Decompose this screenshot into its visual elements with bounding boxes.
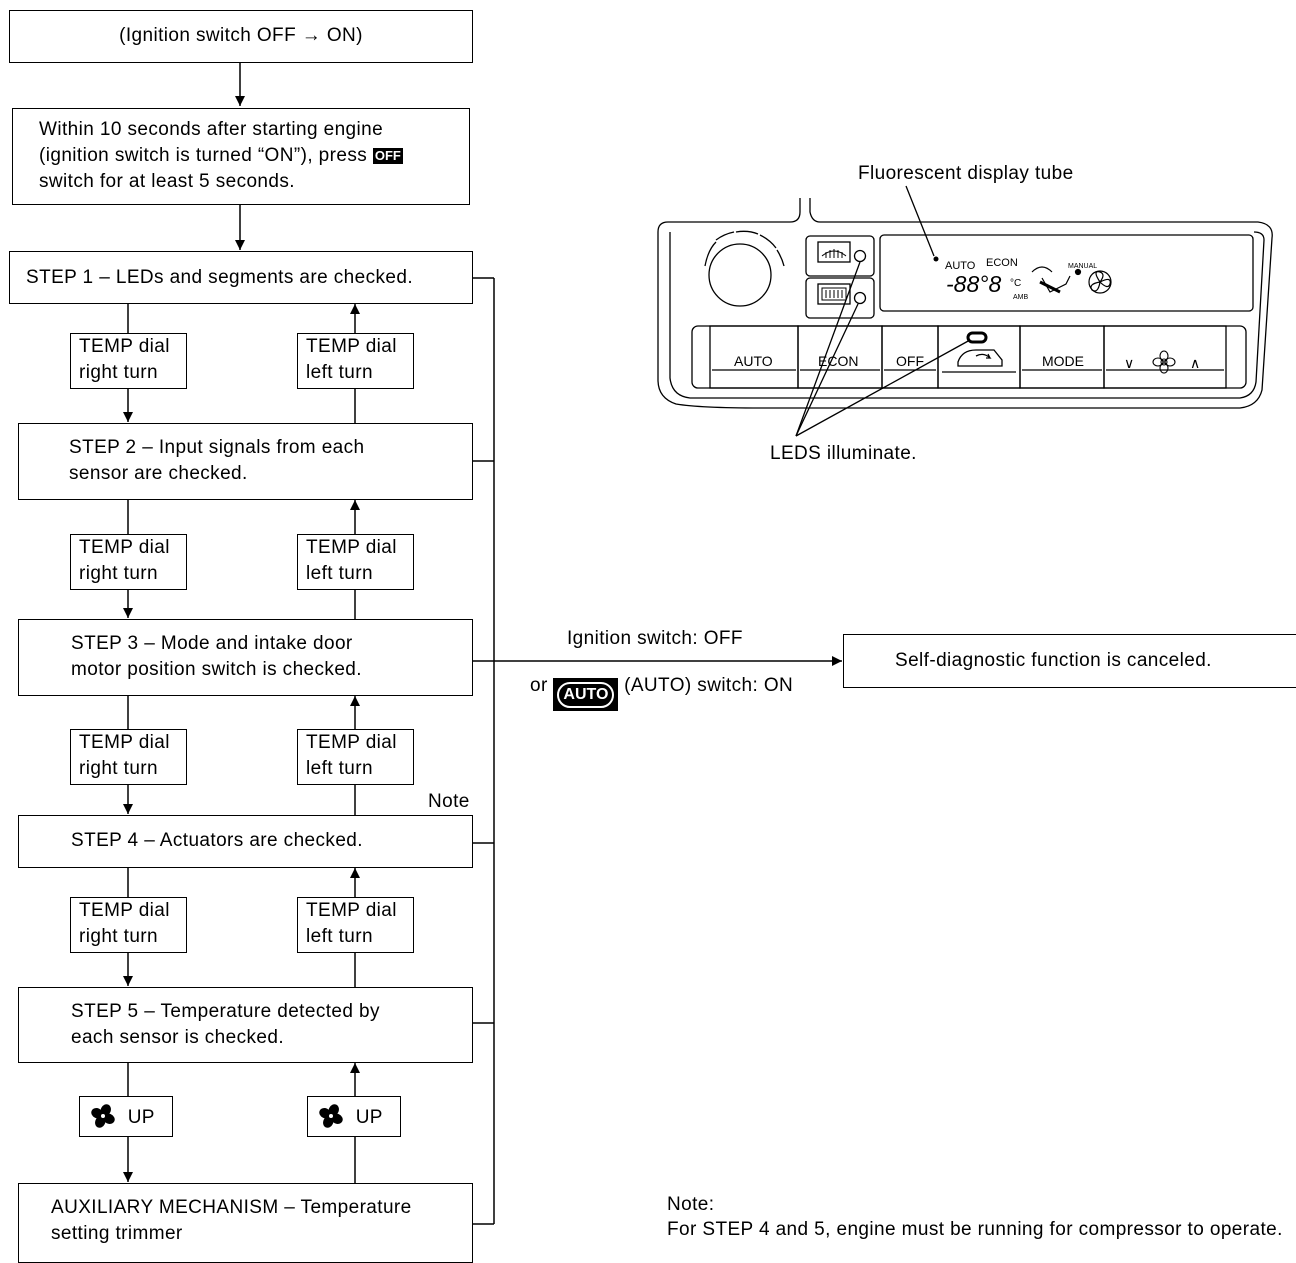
temp-dial-left-3: TEMP dial left turn [297, 729, 414, 785]
step1-box: STEP 1 – LEDs and segments are checked. [9, 251, 473, 304]
temp-dial-left-3-line-1: TEMP dial [306, 732, 397, 753]
temp-dial-left-1: TEMP dial left turn [297, 333, 414, 389]
temp-dial-right-4-line-2: right turn [79, 926, 158, 947]
cancel-condition-1: Ignition switch: OFF [567, 628, 743, 649]
leds-label: LEDS illuminate. [770, 443, 917, 464]
instruction-line-3: switch for at least 5 seconds. [39, 171, 295, 192]
fan-icon [91, 1104, 115, 1128]
instruction-line-2: (ignition switch is turned “ON”), press … [39, 143, 469, 169]
step2-line-1: STEP 2 – Input signals from each [69, 437, 365, 458]
temp-dial-left-1-line-2: left turn [306, 362, 373, 383]
temp-dial-right-4-line-1: TEMP dial [79, 900, 170, 921]
fan-up-left-label: UP [355, 1107, 383, 1128]
fan-down-arrow: ∨ [1124, 355, 1134, 371]
temp-dial-right-3-line-1: TEMP dial [79, 732, 170, 753]
temp-dial-right-2-line-2: right turn [79, 563, 158, 584]
temp-dial-right-1-line-2: right turn [79, 362, 158, 383]
fan-up-left: UP [307, 1096, 401, 1137]
step3-line-1: STEP 3 – Mode and intake door [71, 633, 353, 654]
step1-text: STEP 1 – LEDs and segments are checked. [26, 267, 414, 288]
temp-dial-left-1-line-1: TEMP dial [306, 336, 397, 357]
temp-dial-right-4: TEMP dial right turn [70, 897, 187, 953]
display-manual-text: MANUAL [1068, 263, 1097, 270]
temp-dial-left-2: TEMP dial left turn [297, 534, 414, 590]
auto-switch-icon: AUTO [553, 678, 619, 711]
step3-line-2: motor position switch is checked. [71, 659, 362, 680]
step2-line-2: sensor are checked. [69, 463, 248, 484]
panel-button-auto: AUTO [734, 353, 773, 369]
start-box: (Ignition switch OFF → ON) [9, 10, 473, 63]
temp-dial-left-4-line-2: left turn [306, 926, 373, 947]
display-unit-text: °C [1010, 278, 1021, 289]
panel-button-off: OFF [896, 353, 924, 369]
display-amb-text: AMB [1013, 294, 1029, 301]
display-mode-icon [1031, 266, 1112, 294]
step2-box: STEP 2 – Input signals from each sensor … [18, 423, 473, 500]
fan-up-right: UP [79, 1096, 173, 1137]
temp-dial-right-2: TEMP dial right turn [70, 534, 187, 590]
temp-dial-right-3-line-2: right turn [79, 758, 158, 779]
temp-dial-right-1-line-1: TEMP dial [79, 336, 170, 357]
panel-button-econ: ECON [818, 353, 858, 369]
note-title: Note: [667, 1194, 715, 1215]
display-tube-label: Fluorescent display tube [858, 163, 1074, 184]
note-text: For STEP 4 and 5, engine must be running… [667, 1219, 1283, 1240]
cancel-result-text: Self-diagnostic function is canceled. [895, 650, 1212, 671]
display-digits-text: -88°8 [946, 271, 1001, 297]
panel-button-mode: MODE [1042, 353, 1084, 369]
temp-dial-left-2-line-2: left turn [306, 563, 373, 584]
cancel-condition-2: or AUTO (AUTO) switch: ON [530, 673, 793, 711]
temp-dial-right-1: TEMP dial right turn [70, 333, 187, 389]
step5-box: STEP 5 – Temperature detected by each se… [18, 987, 473, 1063]
step4-box: STEP 4 – Actuators are checked. [18, 815, 473, 868]
instruction-line-1: Within 10 seconds after starting engine [39, 119, 384, 140]
temp-dial-left-3-line-2: left turn [306, 758, 373, 779]
fan-icon [319, 1104, 343, 1128]
temp-dial-right-3: TEMP dial right turn [70, 729, 187, 785]
off-switch-icon: OFF [372, 148, 403, 164]
aux-box: AUXILIARY MECHANISM – Temperature settin… [18, 1183, 473, 1263]
panel-fan-icon [1152, 350, 1176, 374]
aux-line-1: AUXILIARY MECHANISM – Temperature [51, 1197, 412, 1218]
cancel-condition-2-suffix: (AUTO) switch: ON [624, 675, 794, 696]
temp-dial-left-4-line-1: TEMP dial [306, 900, 397, 921]
temp-dial-left-4: TEMP dial left turn [297, 897, 414, 953]
cancel-result-box: Self-diagnostic function is canceled. [843, 634, 1296, 688]
aux-line-2: setting trimmer [51, 1223, 183, 1244]
instruction-line-2-text: (ignition switch is turned “ON”), press [39, 145, 368, 166]
display-auto-text: AUTO [945, 260, 976, 272]
instruction-box: Within 10 seconds after starting engine … [12, 108, 470, 205]
fan-up-arrow: ∧ [1190, 355, 1200, 371]
start-text: (Ignition switch OFF → ON) [119, 25, 363, 46]
temp-dial-left-2-line-1: TEMP dial [306, 537, 397, 558]
fan-up-right-label: UP [127, 1107, 155, 1128]
step5-line-1: STEP 5 – Temperature detected by [71, 1001, 380, 1022]
cancel-condition-2-prefix: or [530, 675, 548, 696]
auto-switch-icon-label: AUTO [557, 682, 615, 708]
display-econ-text: ECON [986, 257, 1018, 269]
temp-dial-right-2-line-1: TEMP dial [79, 537, 170, 558]
note-marker: Note [428, 791, 470, 812]
step3-box: STEP 3 – Mode and intake door motor posi… [18, 619, 473, 696]
step4-text: STEP 4 – Actuators are checked. [71, 830, 363, 851]
step5-line-2: each sensor is checked. [71, 1027, 285, 1048]
